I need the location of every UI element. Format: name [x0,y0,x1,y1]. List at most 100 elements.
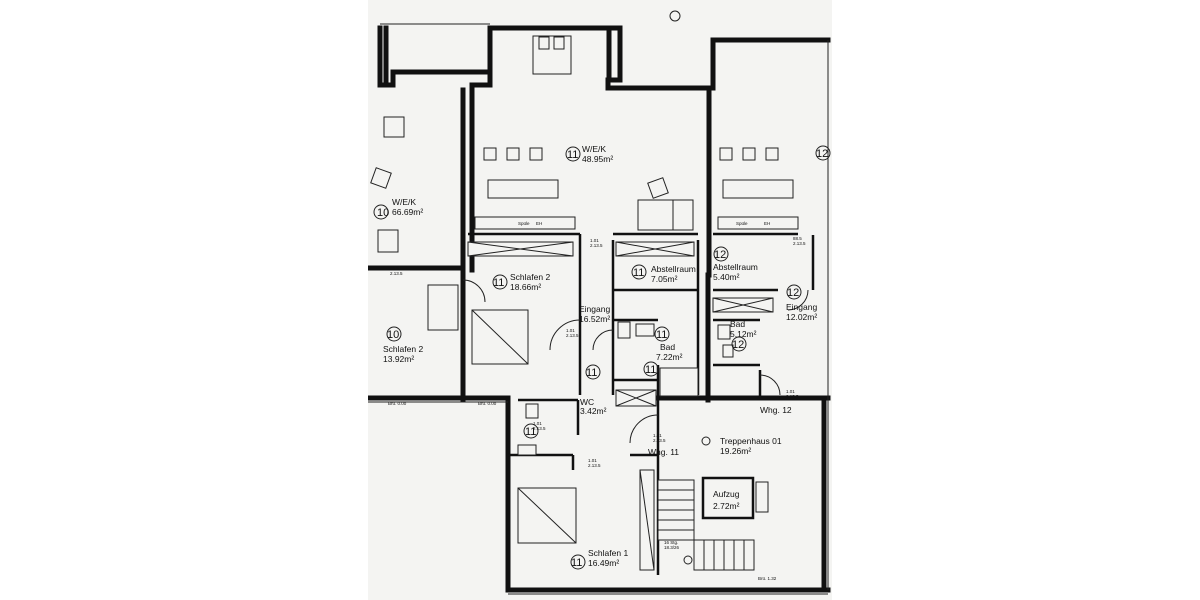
room-number: 10 [387,329,399,341]
kitchen-label-sink-11: Spüle [518,221,530,226]
room-number-circle [523,423,539,439]
room-area: 18.66m² [510,282,541,292]
room-number-circle [815,145,831,161]
room-number: 11 [645,364,656,376]
sill-note: Brü. 0.00 [388,401,407,406]
door-note: 1.01 [533,421,542,426]
room-area: 66.69m² [392,207,423,217]
room-number: 11 [525,426,536,438]
room-name: Schlafen 2 [383,344,423,354]
exterior-walls [368,25,831,593]
room-area: 7.22m² [656,352,683,362]
door-swings [462,279,809,444]
room-name: W/E/K [392,197,416,207]
room-area: 16.52m² [579,314,610,324]
room-number-circle [570,554,586,570]
unit-label-11: Whg. 11 [648,447,679,457]
room-name: Bad [660,342,675,352]
floor-plan: Spüle EH Spüle EH [368,10,831,595]
room-area: 16.49m² [588,558,619,568]
room-number: 12 [714,249,726,261]
door-note: 2.13.5 [588,463,601,468]
room-area: 48.95m² [582,154,613,164]
sill-note: Brü. 1.32 [758,576,777,581]
room-number-circle [585,364,601,380]
room-number-circle [654,326,670,342]
room-name: W/E/K [582,144,606,154]
dimension-notes: 1.01 2.13.5 88.5 2.13.5 88.5 2.13.5 1.01… [388,236,806,581]
door-note: 2.13.5 [786,394,799,399]
stairwell [657,476,769,571]
room-name: Abstellraum [713,262,758,272]
door-note: 2.13.5 [566,333,579,338]
unit-label-12: Whg. 12 [760,405,792,415]
room-name: Aufzug [713,489,740,499]
room-area: 5.40m² [713,272,740,282]
windows [368,23,829,595]
room-area: 13.92m² [383,354,414,364]
room-number: 12 [787,287,799,299]
stair-note: 18.3/26 [664,545,680,550]
dining-chairs [370,116,779,253]
room-number: 12 [816,148,828,160]
room-name: Eingang [579,304,610,314]
door-note: 1.01 [588,458,597,463]
room-area: 7.05m² [651,274,678,284]
room-name: Abstellraum [651,264,696,274]
room-number-circle [631,264,647,280]
door-note: 88.5 [390,266,399,271]
symbols [669,10,711,565]
sill-note: Brü. 0.00 [478,401,497,406]
door-note: 2.13.5 [590,243,603,248]
door-note: 1.01 [653,433,662,438]
door-note: 88.5 [793,236,802,241]
room-number-circle [386,326,402,342]
door-note: 1.01 [590,238,599,243]
room-area: 3.42m² [580,406,607,416]
room-number-circle [731,336,747,352]
room-name: Bad [730,319,745,329]
kitchen-label-sink-12: Spüle [736,221,748,226]
door-note: 2.13.5 [653,438,666,443]
door-note: 1.01 [566,328,575,333]
beds [427,284,577,544]
north-arrow-icon [669,10,681,22]
room-number: 11 [567,149,578,161]
door-note: 1.01 [786,389,795,394]
wardrobes [467,241,774,571]
room-area: 5.12m² [730,329,757,339]
room-number-circle [643,361,659,377]
room-number: 11 [586,367,597,379]
room-number: 12 [732,339,744,351]
door-note: 2.13.5 [533,426,546,431]
stair-note: 16 Stg. [664,540,678,545]
room-number-circle [713,246,729,262]
room-labels: 10 W/E/K 66.69m² 11 W/E/K 48.95m² 12 10 … [373,144,831,570]
room-number-circle [565,146,581,162]
room-number-circle [492,274,508,290]
room-name: Schlafen 2 [510,272,550,282]
room-name: Treppenhaus 01 [720,436,782,446]
floor-plan-sheet: Spüle EH Spüle EH [368,0,832,600]
smoke-detector-icon [683,555,693,565]
room-number-circle [786,284,802,300]
room-name: WC [580,397,594,407]
elevator-shaft [701,476,755,520]
room-name: Eingang [786,302,817,312]
room-area: 2.72m² [713,501,740,511]
room-number: 10 [377,207,389,219]
room-number: 11 [493,277,504,289]
smoke-detector-icon [701,436,711,446]
room-name: Schlafen 1 [588,548,628,558]
room-number: 11 [656,329,667,341]
door-note: 2.13.5 [793,241,806,246]
bath-fixtures [517,321,734,456]
room-area: 19.26m² [720,446,751,456]
unit-labels: Whg. 11 Whg. 12 [648,405,792,457]
kitchen-counters: Spüle EH Spüle EH [474,179,799,231]
room-number-circle [373,204,389,220]
kitchen-label-eh-11: EH [536,221,542,226]
door-note: 2.13.5 [390,271,403,276]
room-number: 11 [571,557,582,569]
room-area: 12.02m² [786,312,817,322]
